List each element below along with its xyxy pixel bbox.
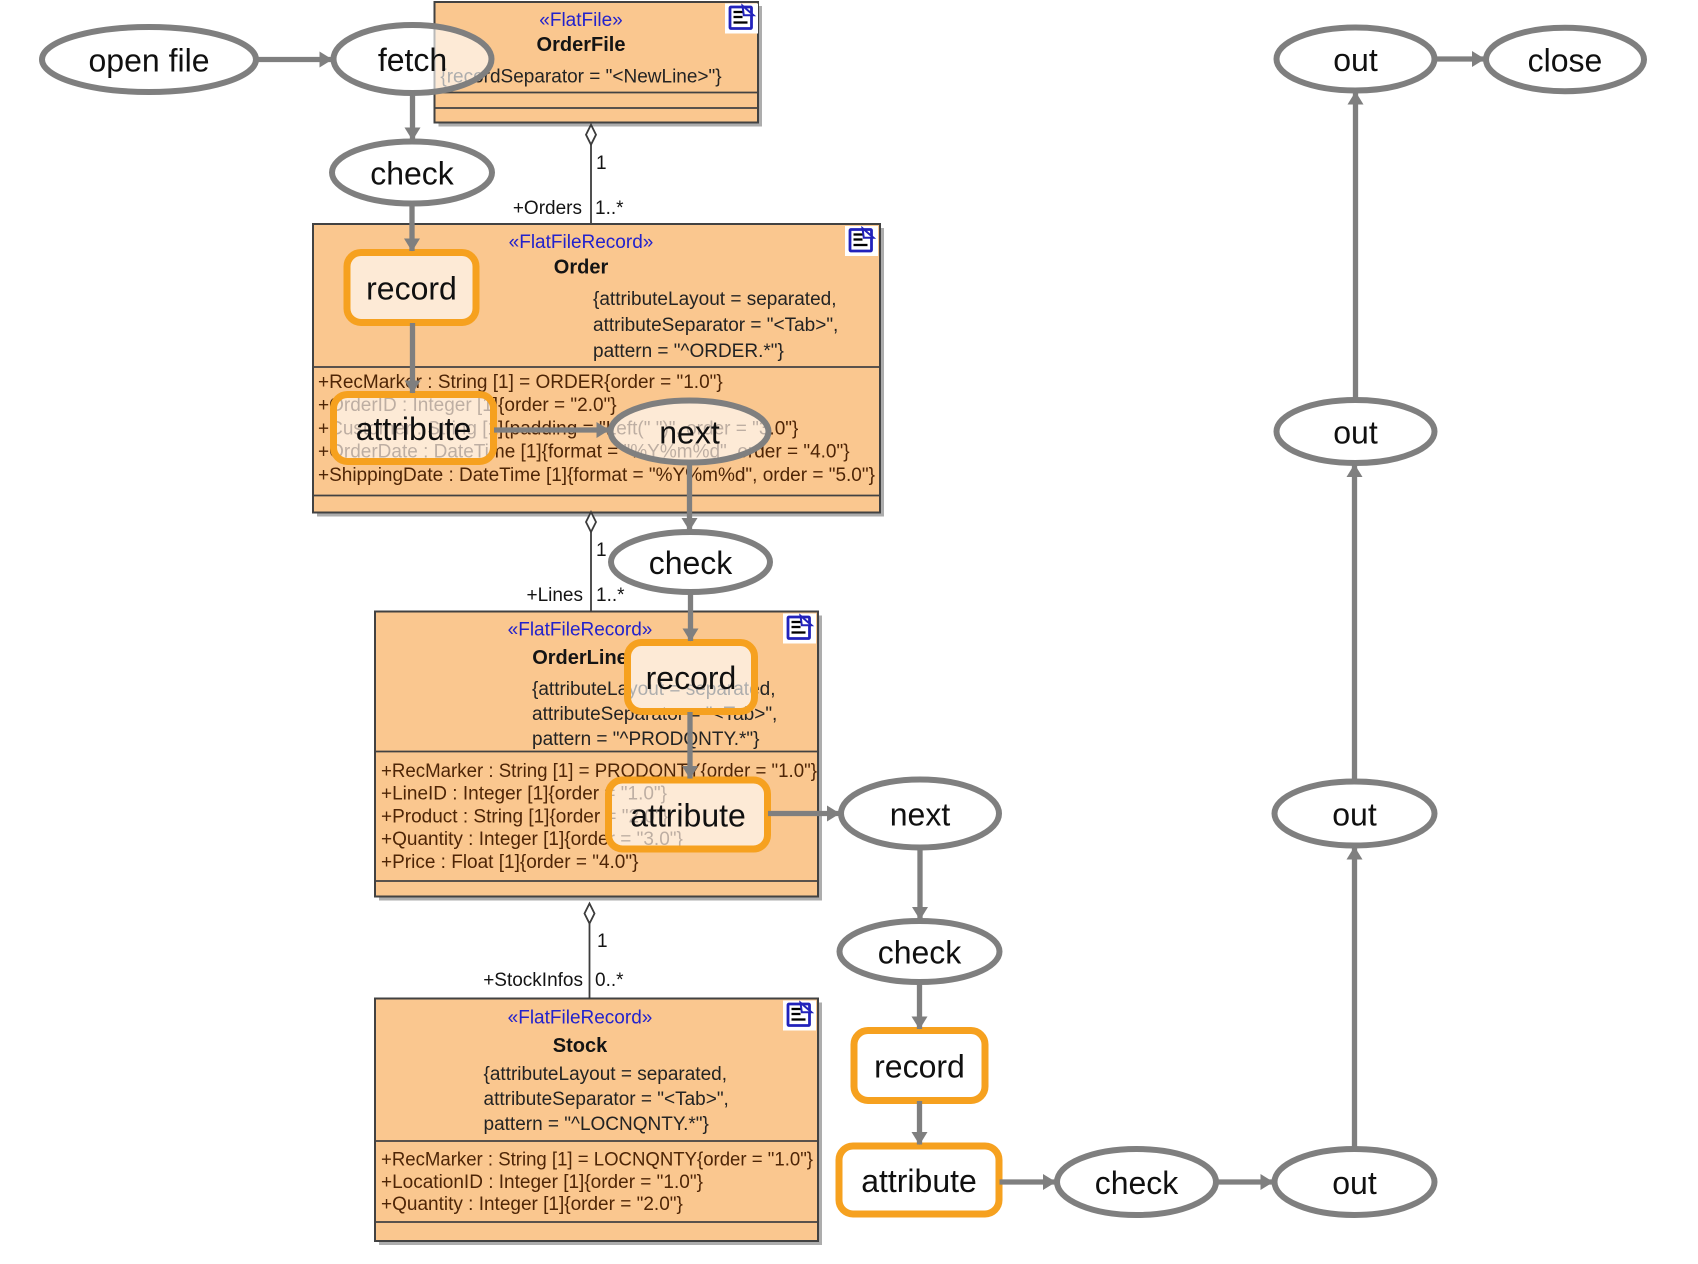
svg-text:pattern = "^ORDER.*"}: pattern = "^ORDER.*"}: [593, 341, 784, 362]
svg-text:pattern = "^PRODQNTY.*"}: pattern = "^PRODQNTY.*"}: [532, 729, 759, 750]
svg-text:close: close: [1528, 43, 1603, 79]
svg-text:+Orders: +Orders: [513, 198, 582, 219]
svg-text:«FlatFileRecord»: «FlatFileRecord»: [509, 232, 654, 253]
svg-text:+Lines: +Lines: [526, 585, 583, 606]
svg-text:next: next: [659, 415, 720, 451]
svg-text:pattern = "^LOCNQNTY.*"}: pattern = "^LOCNQNTY.*"}: [484, 1114, 709, 1135]
svg-text:{attributeLayout = separated,: {attributeLayout = separated,: [593, 289, 836, 310]
svg-text:check: check: [1095, 1165, 1180, 1201]
svg-text:+StockInfos: +StockInfos: [483, 970, 583, 991]
svg-text:Order: Order: [554, 257, 609, 279]
svg-text:1: 1: [596, 540, 607, 561]
svg-text:check: check: [878, 935, 963, 971]
svg-text:+LocationID : Integer [1]{orde: +LocationID : Integer [1]{order = "1.0"}: [381, 1172, 703, 1193]
svg-text:out: out: [1332, 797, 1377, 833]
svg-text:attributeSeparator = "<Tab>",: attributeSeparator = "<Tab>",: [484, 1089, 729, 1110]
svg-text:check: check: [370, 156, 455, 192]
svg-text:+RecMarker : String [1] = ORDE: +RecMarker : String [1] = ORDER{order = …: [318, 372, 723, 393]
svg-text:{recordSeparator = "<NewLine>": {recordSeparator = "<NewLine>"}: [440, 67, 721, 88]
svg-text:+Quantity : Integer [1]{order: +Quantity : Integer [1]{order = "2.0"}: [381, 1194, 683, 1215]
svg-text:+RecMarker : String [1] = LOCN: +RecMarker : String [1] = LOCNQNTY{order…: [381, 1150, 813, 1171]
svg-text:«FlatFileRecord»: «FlatFileRecord»: [508, 1008, 653, 1029]
svg-text:+ShippingDate : DateTime [1]{f: +ShippingDate : DateTime [1]{format = "%…: [318, 465, 875, 486]
svg-text:+Product : String [1]{order =: +Product : String [1]{order = "2.0"}: [381, 806, 668, 827]
svg-text:out: out: [1332, 1165, 1377, 1201]
svg-text:next: next: [890, 797, 951, 833]
svg-text:OrderFile: OrderFile: [537, 34, 626, 56]
svg-text:out: out: [1333, 42, 1378, 78]
svg-text:attributeSeparator = "<Tab>",: attributeSeparator = "<Tab>",: [593, 315, 838, 336]
svg-text:attribute: attribute: [356, 411, 472, 447]
svg-text:Stock: Stock: [553, 1035, 608, 1057]
svg-text:1: 1: [596, 153, 607, 174]
svg-text:check: check: [649, 545, 734, 581]
svg-text:{attributeLayout = separated,: {attributeLayout = separated,: [484, 1064, 727, 1085]
svg-text:record: record: [646, 660, 737, 696]
svg-text:record: record: [874, 1049, 965, 1085]
svg-text:0..*: 0..*: [595, 970, 624, 991]
svg-text:1..*: 1..*: [596, 585, 625, 606]
svg-text:«FlatFile»: «FlatFile»: [539, 10, 622, 31]
svg-text:record: record: [366, 271, 457, 307]
svg-text:+LineID : Integer [1]{order =: +LineID : Integer [1]{order = "1.0"}: [381, 784, 667, 805]
svg-text:1: 1: [597, 931, 608, 952]
svg-text:OrderLine: OrderLine: [532, 647, 628, 669]
svg-text:attribute: attribute: [861, 1163, 977, 1199]
svg-text:fetch: fetch: [378, 42, 447, 78]
svg-text:out: out: [1333, 415, 1378, 451]
svg-text:attribute: attribute: [630, 798, 746, 834]
svg-text:+Price : Float [1]{order = "4.: +Price : Float [1]{order = "4.0"}: [381, 852, 638, 873]
svg-text:open file: open file: [89, 43, 210, 79]
svg-text:1..*: 1..*: [595, 198, 624, 219]
svg-text:«FlatFileRecord»: «FlatFileRecord»: [508, 620, 653, 641]
